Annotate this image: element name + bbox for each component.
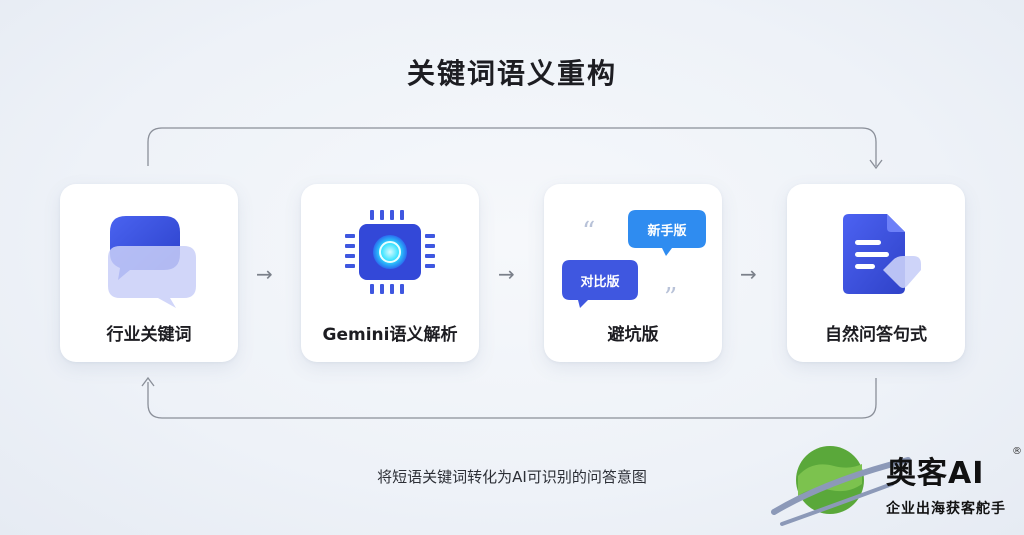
watermark-slogan: 企业出海获客舵手 <box>886 501 1006 517</box>
step-label: 避坑版 <box>607 325 659 345</box>
chat-bubbles-icon <box>108 216 196 308</box>
step-card-pitfall-version: “ ” 新手版 对比版 避坑版 <box>544 184 722 362</box>
diagram-title: 关键词语义重构 <box>406 57 617 90</box>
comparison-bubbles-icon: “ ” 新手版 对比版 <box>562 210 706 313</box>
quote-close-icon: ” <box>664 283 677 313</box>
step-card-natural-qa: 自然问答句式 <box>787 184 965 362</box>
flow-arrow: → <box>740 262 757 286</box>
brand-watermark: 奥客AI ® 企业出海获客舵手 <box>768 440 1024 535</box>
quote-open-icon: “ <box>582 217 595 247</box>
step-label: 行业关键词 <box>106 325 192 345</box>
step-label: Gemini语义解析 <box>322 325 458 345</box>
step-label: 自然问答句式 <box>825 325 927 345</box>
flow-arrow: → <box>498 262 515 286</box>
chip-icon <box>345 210 435 294</box>
bubble-compare-label: 对比版 <box>580 274 619 290</box>
step-card-industry-keywords: 行业关键词 <box>60 184 238 362</box>
bubble-new-label: 新手版 <box>647 223 686 239</box>
watermark-brand: 奥客AI <box>886 456 985 491</box>
top-loop-arrowhead <box>869 159 883 170</box>
step-card-gemini-parsing: Gemini语义解析 <box>301 184 479 362</box>
bottom-loop-arrowhead <box>141 376 155 387</box>
globe-logo-icon <box>771 446 911 526</box>
bottom-loop-line <box>147 378 877 419</box>
diagram-caption: 将短语关键词转化为AI可识别的问答意图 <box>377 468 647 486</box>
document-icon <box>843 214 921 294</box>
top-loop-line <box>147 127 877 166</box>
flow-arrow: → <box>256 262 273 286</box>
registered-mark: ® <box>1012 446 1022 457</box>
